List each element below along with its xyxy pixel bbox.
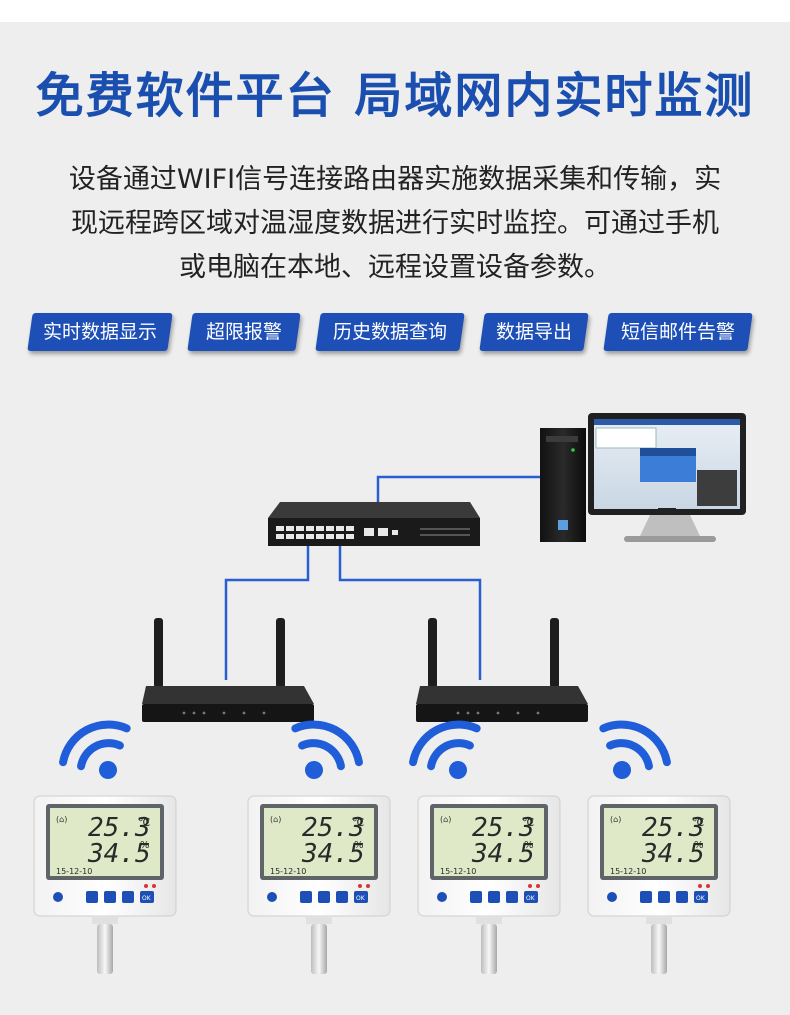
device-ok-button: OK	[142, 895, 152, 902]
device-date: 15-12-10	[270, 867, 306, 876]
description-line-1: 设备通过WIFI信号连接路由器实施数据采集和传输，实	[68, 164, 722, 195]
sensor-device-3: (⌂) 25.3 ℃ 34.5 % 15-12-10 OK	[417, 795, 561, 974]
device-temp-unit: ℃	[352, 816, 364, 829]
sensor-device-2: (⌂) 25.3 ℃ 34.5 % 15-12-10 OK	[247, 795, 391, 974]
svg-text:(⌂): (⌂)	[270, 815, 281, 824]
device-date: 15-12-10	[440, 867, 476, 876]
svg-text:(⌂): (⌂)	[56, 815, 67, 824]
wifi-signal-icon-2	[278, 713, 367, 795]
device-humidity: 34.5	[301, 839, 365, 869]
device-hum-unit: %	[354, 840, 364, 851]
device-temperature: 25.3	[88, 813, 151, 843]
device-temp-unit: ℃	[522, 816, 534, 829]
wifi-signal-icon-3	[405, 713, 494, 795]
device-hum-unit: %	[140, 840, 150, 851]
sensor-device-4: (⌂) 25.3 ℃ 34.5 % 15-12-10 OK	[587, 795, 731, 974]
sensor-device-1: (⌂) 25.3 ℃ 34.5 % 15-12-10 OK	[33, 795, 177, 974]
device-temp-unit: ℃	[138, 816, 150, 829]
network-cables	[224, 475, 545, 680]
device-ok-button: OK	[696, 895, 706, 902]
device-hum-unit: %	[524, 840, 534, 851]
device-humidity: 34.5	[471, 839, 535, 869]
device-temperature: 25.3	[642, 813, 705, 843]
svg-text:(⌂): (⌂)	[610, 815, 621, 824]
top-band	[0, 0, 790, 22]
device-date: 15-12-10	[56, 867, 92, 876]
device-ok-button: OK	[356, 895, 366, 902]
device-ok-button: OK	[526, 895, 536, 902]
device-temperature: 25.3	[302, 813, 365, 843]
device-date: 15-12-10	[610, 867, 646, 876]
router-icon-right	[416, 618, 588, 722]
device-temperature: 25.3	[472, 813, 535, 843]
router-icon-left	[142, 618, 314, 722]
device-hum-unit: %	[694, 840, 704, 851]
wifi-signal-icon-4	[586, 713, 675, 795]
device-humidity: 34.5	[641, 839, 705, 869]
device-temp-unit: ℃	[692, 816, 704, 829]
computer-icon	[540, 413, 746, 542]
svg-text:(⌂): (⌂)	[440, 815, 451, 824]
description-line-2: 现远程跨区域对温湿度数据进行实时监控。可通过手机	[71, 208, 719, 239]
wifi-signal-icon-1	[55, 713, 144, 795]
network-switch-icon	[268, 502, 480, 546]
description: 设备通过WIFI信号连接路由器实施数据采集和传输，实 现远程跨区域对温湿度数据进…	[40, 158, 750, 290]
device-humidity: 34.5	[87, 839, 151, 869]
page-headline: 免费软件平台 局域网内实时监测	[35, 68, 755, 124]
description-line-3: 或电脑在本地、远程设置设备参数。	[179, 252, 611, 283]
